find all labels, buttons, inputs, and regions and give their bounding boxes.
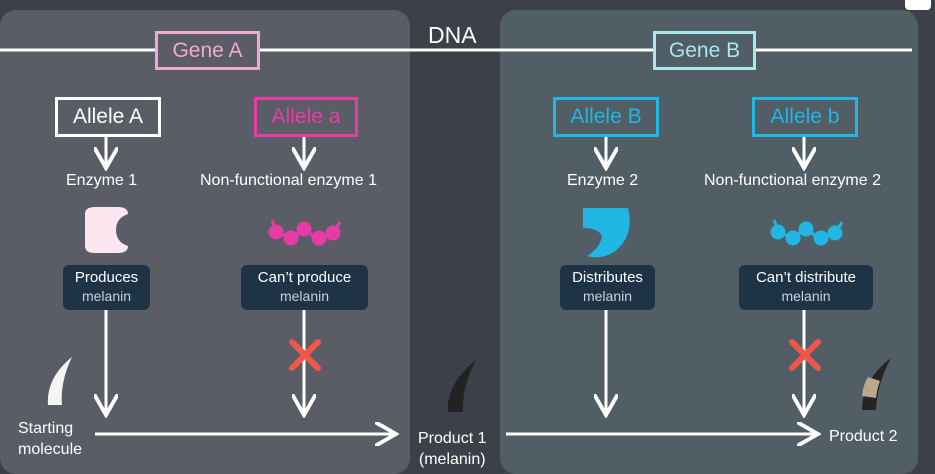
loading-icon: [905, 0, 931, 10]
allele-a-box: Allele a: [254, 97, 358, 137]
nonfunctional-enzyme-2-label: Non-functional enzyme 2: [704, 172, 881, 189]
blocked-x-icon-b: [789, 339, 821, 371]
tag-main-text: Can’t produce: [257, 269, 352, 286]
blocked-x-icon-a: [289, 339, 321, 371]
tag-sub-text: melanin: [81, 288, 132, 304]
cant-distribute-melanin-tag: Can’t distribute melanin: [739, 265, 873, 310]
tag-main-text: Distributes: [572, 269, 643, 286]
product-1-icon: [447, 360, 476, 412]
gene-b-box: Gene B: [653, 31, 756, 70]
starting-molecule-line2: molecule: [18, 441, 83, 458]
distributes-melanin-tag: Distributes melanin: [560, 265, 655, 310]
tag-main-text: Produces: [74, 269, 139, 286]
nonfunctional-enzyme-1-icon: [268, 219, 342, 246]
product-1-label: Product 1 (melanin): [418, 428, 486, 470]
nonfunctional-enzyme-2-icon: [770, 219, 844, 246]
tag-main-text: Can’t distribute: [755, 269, 857, 286]
allele-B-box: Allele B: [553, 97, 659, 137]
enzyme-1-icon: [85, 207, 128, 253]
dna-title: DNA: [428, 22, 477, 48]
product-1-line1: Product 1: [418, 430, 487, 447]
gene-b-panel: [500, 10, 918, 474]
product-2-label: Product 2: [829, 428, 898, 445]
cant-produce-melanin-tag: Can’t produce melanin: [241, 265, 368, 310]
enzyme-2-label: Enzyme 2: [567, 172, 639, 189]
starting-molecule-line1: Starting: [18, 420, 74, 437]
gene-a-panel: [0, 10, 410, 474]
allele-A-box: Allele A: [55, 97, 161, 137]
product-2-icon: [862, 358, 891, 410]
starting-molecule-icon: [47, 357, 72, 405]
nonfunctional-enzyme-1-label: Non-functional enzyme 1: [200, 172, 377, 189]
tag-sub-text: melanin: [781, 288, 831, 304]
produces-melanin-tag: Produces melanin: [63, 265, 150, 310]
starting-molecule-label: Starting molecule: [18, 418, 82, 460]
tag-sub-text: melanin: [279, 288, 330, 304]
enzyme-1-label: Enzyme 1: [66, 172, 138, 189]
allele-b-box: Allele b: [752, 97, 858, 137]
product-1-line2: (melanin): [418, 451, 486, 468]
tag-sub-text: melanin: [582, 288, 633, 304]
gene-a-box: Gene A: [155, 31, 260, 70]
enzyme-2-icon: [583, 208, 630, 258]
